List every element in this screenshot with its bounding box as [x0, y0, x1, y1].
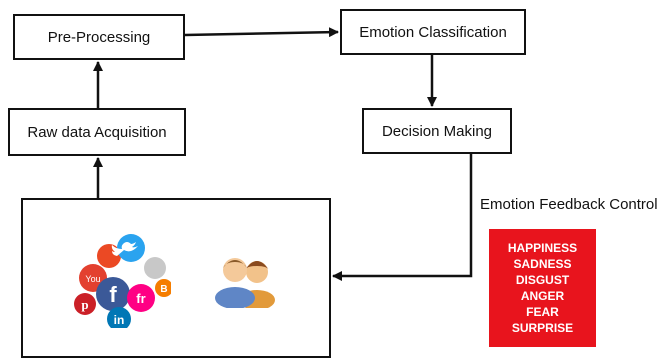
- users-icon: [215, 258, 275, 308]
- pinterest-icon: [74, 293, 96, 315]
- pre-processing-label: Pre-Processing: [47, 28, 151, 46]
- emotion-sadness: SADNESS: [513, 257, 572, 271]
- arrow-decision-to-box: [332, 154, 473, 281]
- pre-processing-box: Pre-Processing: [13, 14, 185, 60]
- svg-text:You: You: [85, 274, 100, 284]
- raw-data-acquisition-box: Raw data Acquisition: [8, 108, 186, 156]
- emotion-happiness: HAPPINESS: [507, 241, 578, 255]
- facebook-icon: [96, 277, 130, 311]
- svg-text:B: B: [160, 284, 167, 295]
- flickr-icon: [127, 284, 155, 312]
- emotion-surprise: SURPRISE: [511, 321, 574, 335]
- share-icon: [144, 257, 166, 279]
- arrow-pre-to-emotion: [184, 27, 339, 38]
- decision-making-label: Decision Making: [381, 122, 493, 140]
- emotion-feedback-control-label: Emotion Feedback Control: [480, 196, 658, 213]
- svg-text:p: p: [81, 297, 88, 312]
- data-sources-box: You f p fr B in: [21, 198, 331, 358]
- emotion-fear: FEAR: [526, 305, 559, 319]
- decision-making-box: Decision Making: [362, 108, 512, 154]
- linkedin-icon: [107, 307, 131, 328]
- raw-data-acquisition-label: Raw data Acquisition: [27, 123, 167, 141]
- social-media-cluster-icon: You f p fr B in: [74, 234, 171, 328]
- emotion-disgust: DISGUST: [515, 273, 570, 287]
- blogger-icon: [155, 279, 171, 297]
- svg-text:fr: fr: [136, 291, 145, 306]
- svg-text:in: in: [114, 313, 125, 327]
- svg-text:f: f: [109, 282, 117, 307]
- emotion-list-panel: HAPPINESS SADNESS DISGUST ANGER FEAR SUR…: [489, 229, 596, 347]
- emotion-anger: ANGER: [520, 289, 565, 303]
- emotion-classification-box: Emotion Classification: [340, 9, 526, 55]
- emotion-classification-label: Emotion Classification: [359, 23, 507, 41]
